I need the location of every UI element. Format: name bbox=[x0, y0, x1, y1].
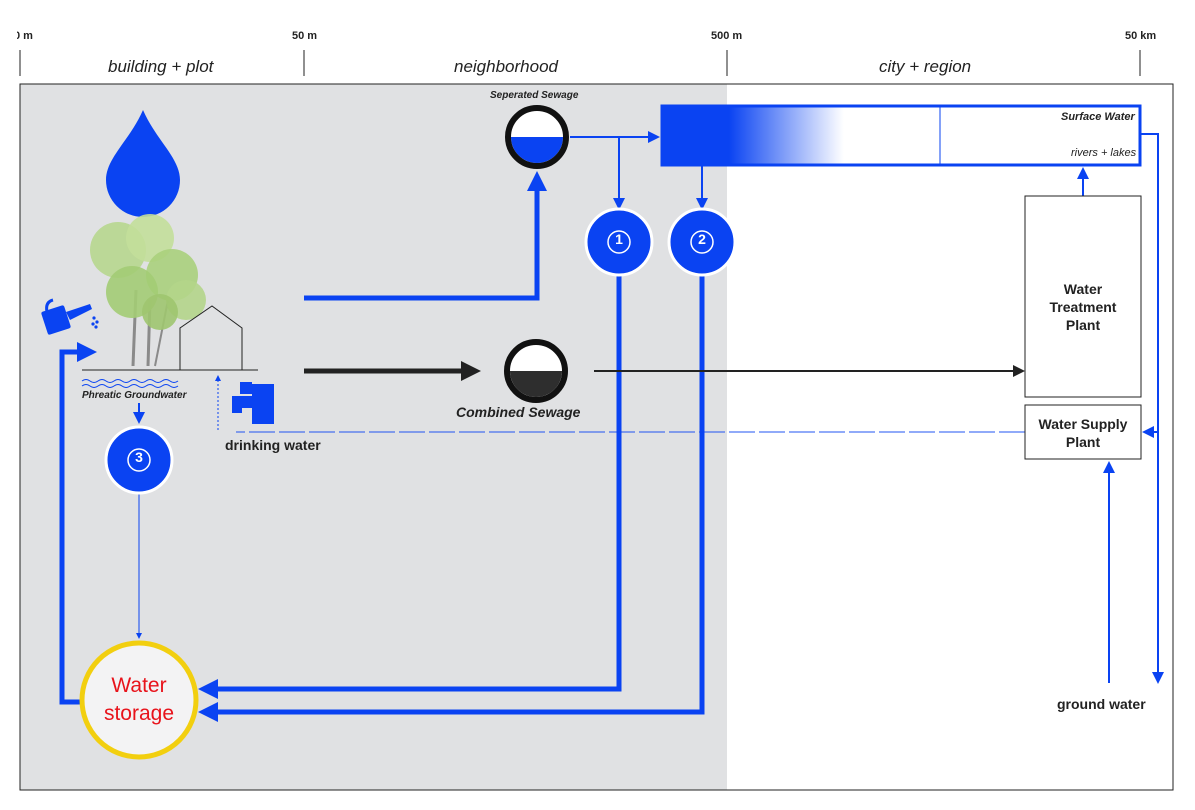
scale-tick-50m: 50 m bbox=[292, 30, 318, 42]
water-treatment-plant-box bbox=[1024, 195, 1142, 398]
watering-can-icon bbox=[41, 298, 99, 335]
storage-label-line-1: Water bbox=[111, 674, 167, 697]
house-icon bbox=[179, 305, 243, 370]
water-supply-plant-label: Water Supply Plant bbox=[1025, 415, 1141, 451]
surface-water-outflow bbox=[1140, 133, 1164, 684]
zone-label-neighborhood: neighborhood bbox=[454, 57, 558, 76]
scale-tick-500m: 500 m bbox=[711, 30, 743, 42]
flow-lines bbox=[59, 131, 1164, 722]
tree-icon bbox=[90, 214, 206, 367]
faucet-icon bbox=[232, 382, 274, 424]
marker-2 bbox=[667, 207, 737, 277]
water-storage-label: Water storage bbox=[89, 672, 189, 728]
marker-2-number: 2 bbox=[698, 231, 706, 247]
rivers-lakes-label: rivers + lakes bbox=[1071, 147, 1137, 159]
marker-3 bbox=[104, 425, 174, 495]
surface-water-label: Surface Water bbox=[1061, 111, 1135, 123]
zone-label-city-region: city + region bbox=[879, 57, 972, 76]
diagram-frame bbox=[19, 83, 1174, 791]
water-drop-icon bbox=[106, 110, 180, 217]
groundwater-wave-icon bbox=[81, 379, 179, 388]
scale-tick-0m: 0 m bbox=[14, 30, 33, 42]
scale-tick-50km: 50 km bbox=[1125, 30, 1157, 42]
marker-1-to-storage-flow bbox=[198, 274, 622, 699]
phreatic-groundwater-label: Phreatic Groundwater bbox=[82, 390, 187, 401]
surface-water-body bbox=[660, 104, 1142, 167]
ground-water-label: ground water bbox=[1057, 696, 1146, 712]
supply-label-line-1: Water Supply bbox=[1038, 416, 1128, 432]
supply-label-line-2: Plant bbox=[1065, 434, 1101, 450]
runoff-to-separated-sewage-flow bbox=[304, 171, 547, 301]
treatment-label-line-3: Plant bbox=[1065, 317, 1101, 333]
water-supply-plant-box bbox=[1024, 404, 1142, 460]
marker-3-number: 3 bbox=[135, 449, 143, 465]
zone-label-building-plot: building + plot bbox=[108, 57, 214, 76]
separated-sewage-label: Seperated Sewage bbox=[490, 90, 579, 101]
storage-to-plot-flow bbox=[59, 342, 97, 705]
combined-sewage-icon bbox=[504, 339, 568, 403]
marker-2-to-storage-flow bbox=[198, 274, 705, 722]
scale-bar bbox=[19, 50, 1141, 76]
water-storage-icon bbox=[79, 640, 199, 760]
combined-sewage-label: Combined Sewage bbox=[456, 404, 581, 420]
treatment-label-line-1: Water bbox=[1063, 281, 1103, 297]
marker-1 bbox=[584, 207, 654, 277]
separated-sewage-icon bbox=[505, 105, 569, 169]
marker-1-number: 1 bbox=[615, 231, 623, 247]
treatment-label-line-2: Treatment bbox=[1049, 299, 1117, 315]
storage-label-line-2: storage bbox=[103, 702, 175, 725]
drinking-water-label: drinking water bbox=[225, 437, 321, 453]
water-treatment-plant-label: Water Treatment Plant bbox=[1025, 280, 1141, 334]
